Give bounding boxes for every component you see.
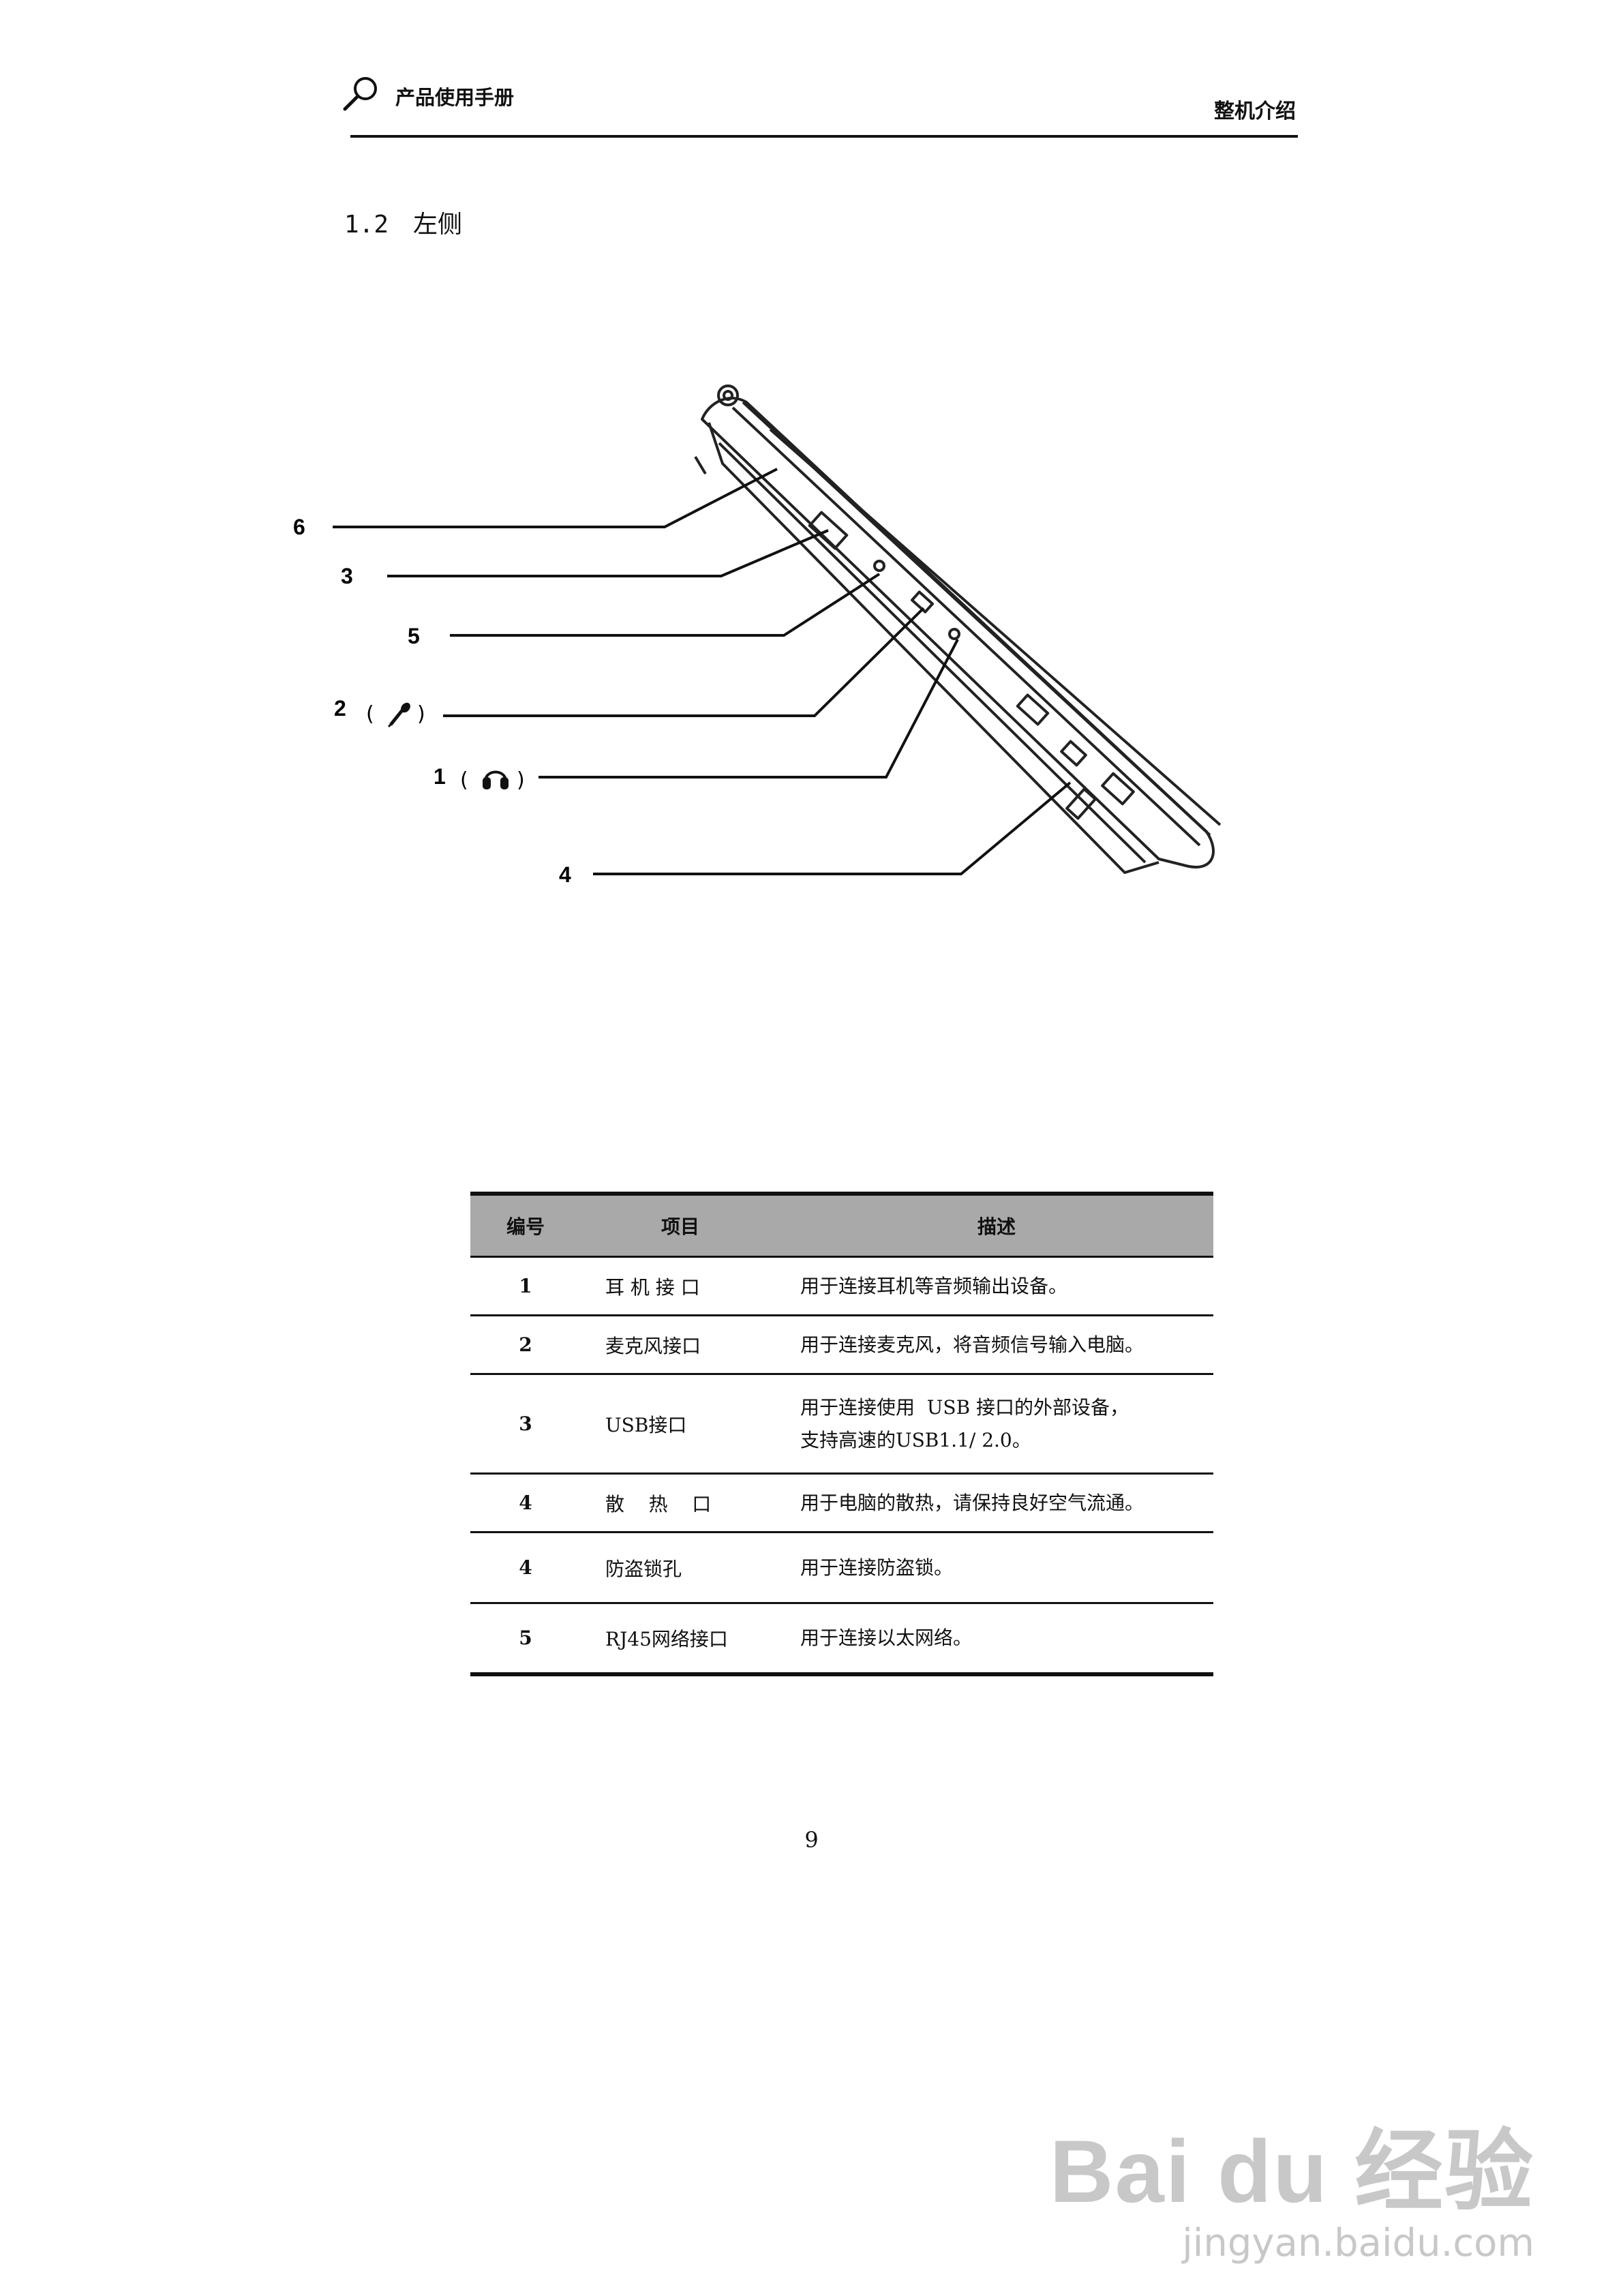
row-item: RJ45网络接口 — [581, 1603, 780, 1676]
row-number: 1 — [470, 1256, 581, 1316]
header-number: 编号 — [470, 1192, 581, 1258]
headphone-icon — [483, 770, 509, 789]
row-description-line: 用于连接使用 USB 接口的外部设备， — [800, 1395, 1129, 1419]
callout-5: 5 — [408, 624, 420, 648]
baidu-watermark: Bai du 经验 jingyan.baidu.com — [1050, 2100, 1534, 2265]
section-name: 左侧 — [413, 211, 463, 239]
row-number: 3 — [470, 1374, 581, 1475]
header-item: 项目 — [581, 1192, 780, 1258]
row-item: USB接口 — [581, 1374, 780, 1475]
header-chapter-title: 整机介绍 — [1214, 100, 1296, 123]
table-row: 1 耳 机 接 口 用于连接耳机等音频输出设备。 — [470, 1256, 1213, 1316]
row-description: 用于连接以太网络。 — [780, 1603, 1213, 1676]
watermark-brand: Bai du 经验 — [1049, 2121, 1534, 2221]
row-description: 用于电脑的散热，请保持良好空气流通。 — [780, 1473, 1213, 1533]
page-number: 9 — [804, 1827, 819, 1853]
row-description-line: 支持高速的USB1.1/ 2.0。 — [800, 1428, 1031, 1451]
microphone-icon — [387, 702, 410, 728]
header-manual-title: 产品使用手册 — [395, 86, 515, 109]
row-item: 散 热 口 — [581, 1473, 780, 1533]
callout-4: 4 — [559, 862, 571, 887]
row-item: 防盗锁孔 — [581, 1532, 780, 1604]
table-row: 5 RJ45网络接口 用于连接以太网络。 — [470, 1603, 1213, 1676]
row-number: 2 — [470, 1315, 581, 1375]
row-description: 用于连接防盗锁。 — [780, 1532, 1213, 1604]
table-row: 3 USB接口 用于连接使用 USB 接口的外部设备， 支持高速的USB1.1/… — [470, 1374, 1213, 1475]
section-number: 1.2 — [344, 211, 389, 239]
callout-1: 1 — [434, 764, 446, 789]
callout-2-open-paren: ( — [366, 702, 374, 726]
left-side-diagram: 6 3 5 2 ( ) 1 ( ) 4 — [293, 384, 1222, 887]
table-row: 4 散 热 口 用于电脑的散热，请保持良好空气流通。 — [470, 1473, 1213, 1533]
header-rule — [350, 135, 1298, 138]
callout-6: 6 — [293, 515, 305, 539]
laptop-side-illustration — [694, 384, 1222, 874]
row-description: 用于连接使用 USB 接口的外部设备， 支持高速的USB1.1/ 2.0。 — [780, 1374, 1213, 1475]
callout-3: 3 — [341, 564, 353, 588]
row-item: 麦克风接口 — [581, 1315, 780, 1375]
port-spec-table: 编号 项目 描述 1 耳 机 接 口 用于连接耳机等音频输出设备。 2 麦克风接… — [470, 1192, 1213, 1676]
row-description: 用于连接耳机等音频输出设备。 — [780, 1256, 1213, 1316]
watermark-url: jingyan.baidu.com — [1182, 2221, 1534, 2265]
row-number: 5 — [470, 1603, 581, 1676]
row-number: 4 — [470, 1473, 581, 1533]
magnifier-icon — [343, 77, 377, 111]
table-row: 2 麦克风接口 用于连接麦克风，将音频信号输入电脑。 — [470, 1315, 1213, 1375]
callout-1-open-paren: ( — [460, 768, 468, 792]
header-description: 描述 — [780, 1192, 1213, 1258]
row-number: 4 — [470, 1532, 581, 1604]
callout-1-close-paren: ) — [517, 768, 525, 792]
callout-2-close-paren: ) — [417, 702, 425, 726]
table-header-row: 编号 项目 描述 — [470, 1192, 1213, 1258]
callout-2: 2 — [334, 696, 346, 721]
section-title: 1.2 左侧 — [344, 205, 462, 240]
table-row: 4 防盗锁孔 用于连接防盗锁。 — [470, 1532, 1213, 1604]
row-item: 耳 机 接 口 — [581, 1256, 780, 1316]
row-description: 用于连接麦克风，将音频信号输入电脑。 — [780, 1315, 1213, 1375]
